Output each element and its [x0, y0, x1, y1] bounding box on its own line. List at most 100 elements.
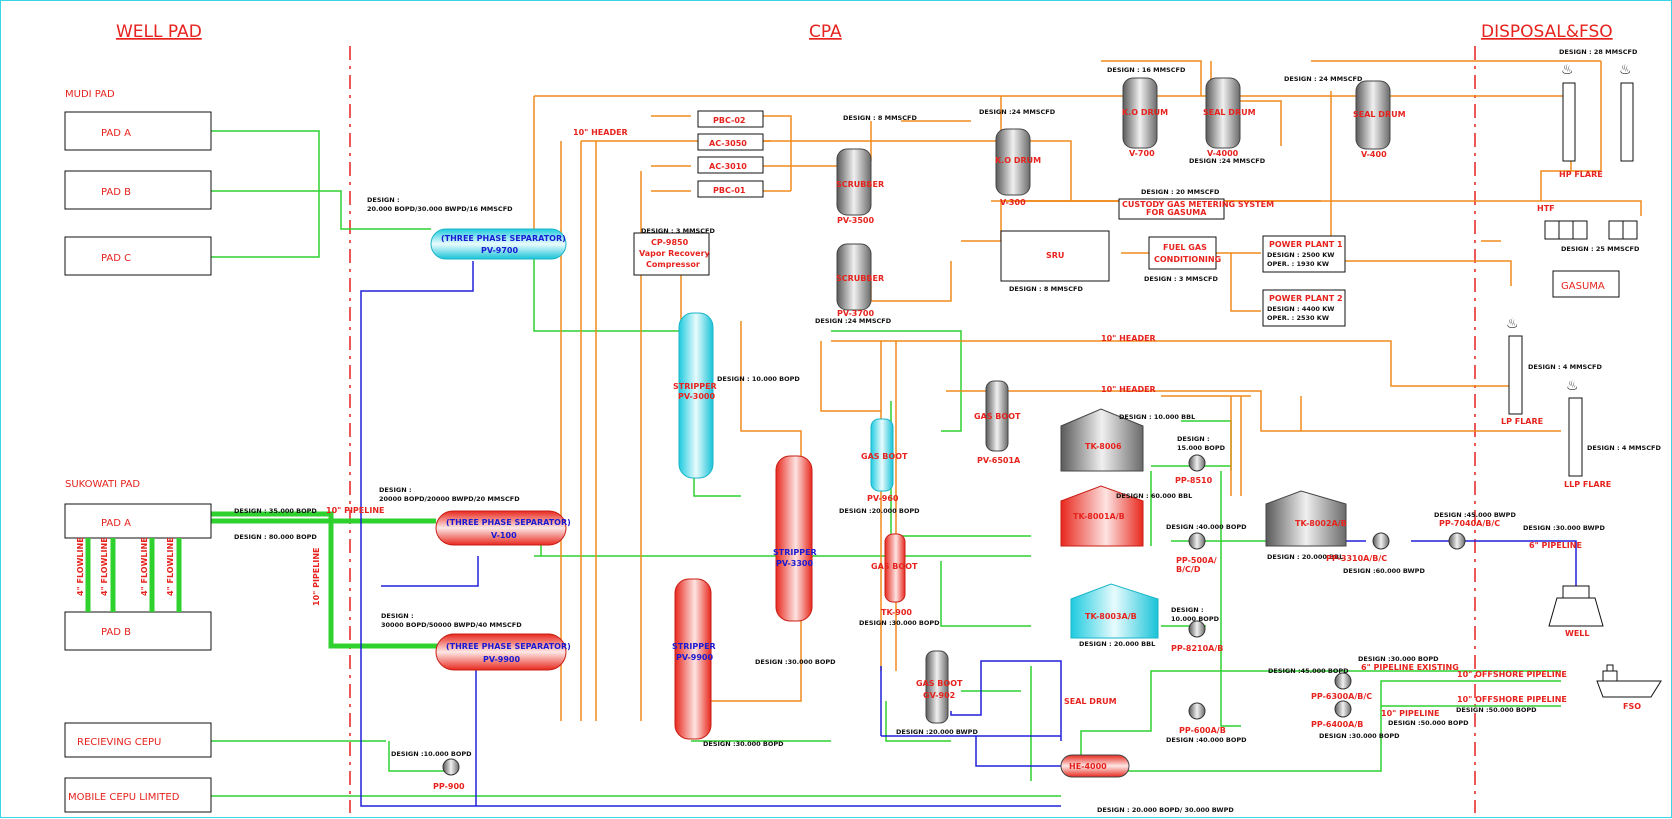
design-kod: DESIGN : 16 MMSCFD [1107, 66, 1186, 74]
svg-text:POWER PLANT 1: POWER PLANT 1 [1269, 240, 1343, 249]
svg-text:FSO: FSO [1623, 702, 1641, 711]
svg-text:PP-6400A/B: PP-6400A/B [1311, 720, 1363, 729]
receiving-cepu[interactable] [64, 722, 212, 758]
flame-icon: ♨ [1506, 316, 1519, 332]
stripper-pv3300[interactable]: STRIPPER PV-3300 [773, 455, 817, 622]
svg-text:PV-3700: PV-3700 [837, 309, 874, 318]
svg-text:(THREE PHASE SEPARATOR): (THREE PHASE SEPARATOR) [446, 642, 571, 651]
tank-tk8003[interactable]: TK-8003A/B [1070, 583, 1159, 639]
separator-pv9700[interactable]: (THREE PHASE SEPARATOR) PV-9700 [430, 228, 567, 260]
mudi-pad-a-label: PAD A [101, 128, 131, 139]
design-tk8006: DESIGN : 10.000 BBL [1119, 413, 1195, 421]
llp-flare[interactable]: ♨ LLP FLARE [1564, 378, 1611, 489]
svg-text:CP-9850: CP-9850 [651, 238, 689, 247]
pbc02-box[interactable] [697, 110, 764, 128]
power-plant-2[interactable]: POWER PLANT 2 DESIGN : 4400 KW OPER. : 2… [1262, 289, 1346, 327]
seal-drum-v4000[interactable]: SEAL DRUM V-4000 [1203, 77, 1256, 158]
compressor-cp9850[interactable]: CP-9850 Vapor Recovery Compressor [633, 232, 711, 276]
fuel-gas-conditioning[interactable]: FUEL GAS CONDITIONING [1148, 236, 1221, 270]
scrubber-pv3700[interactable]: SCRUBBER PV-3700 [836, 243, 884, 318]
svg-text:HP FLARE: HP FLARE [1559, 170, 1603, 179]
svg-text:GASUMA: GASUMA [1561, 281, 1605, 292]
svg-text:PP-3310A/B/C: PP-3310A/B/C [1326, 554, 1387, 563]
pump-pp900[interactable]: PP-900 [433, 758, 465, 791]
flowline-label-2: 4" FLOWLINE [100, 537, 109, 596]
seal-drum-label: SEAL DRUM [1064, 697, 1117, 706]
htf-unit[interactable]: HTF [1537, 204, 1638, 240]
ac3010-label: AC-3010 [709, 162, 747, 171]
svg-text:POWER PLANT 2: POWER PLANT 2 [1269, 294, 1343, 303]
pipeline-6b-label: 6" PIPELINE EXISTING [1361, 663, 1459, 672]
design-tk8001: DESIGN : 60.000 BBL [1116, 492, 1192, 500]
sukowati-pad-label: SUKOWATI PAD [65, 479, 140, 490]
seal-drum-v400[interactable]: SEAL DRUM V-400 [1353, 80, 1406, 159]
gas-boot-pv960[interactable]: GAS BOOT PV-960 [861, 418, 908, 503]
pump-pp600[interactable]: PP-600A/B [1179, 702, 1226, 735]
svg-text:PV-3500: PV-3500 [837, 216, 874, 225]
svg-text:PV-9700: PV-9700 [481, 246, 518, 255]
svg-text:PP-600A/B: PP-600A/B [1179, 726, 1226, 735]
design-suk80: DESIGN : 80.000 BOPD [234, 533, 317, 541]
pbc01-box[interactable] [697, 180, 764, 198]
custody-metering[interactable]: CUSTODY GAS METERING SYSTEM FOR GASUMA [1118, 198, 1274, 220]
separator-pv9900[interactable]: (THREE PHASE SEPARATOR) PV-9900 [435, 633, 571, 671]
gas-boot-tk900[interactable]: GAS BOOT TK-900 [871, 533, 918, 617]
design-hp: DESIGN : 28 MMSCFD [1559, 48, 1638, 56]
flowlines: 4" FLOWLINE 4" FLOWLINE 4" FLOWLINE 4" F… [76, 537, 182, 612]
stripper-pv3000[interactable]: STRIPPER PV-3000 [673, 312, 717, 479]
svg-text:PV-960: PV-960 [867, 494, 899, 503]
ko-drum-v300[interactable]: K.O DRUM V-300 [995, 128, 1041, 207]
ac3010-box[interactable] [697, 156, 764, 174]
gas-boot-gv902[interactable]: GAS BOOT GV-902 [916, 650, 963, 724]
sukowati-pad-b[interactable] [64, 611, 212, 651]
mudi-pad-b[interactable] [64, 170, 212, 210]
section-disposal-fso: DISPOSAL&FSO [1481, 22, 1613, 42]
tank-tk8002[interactable]: TK-8002A/B [1265, 490, 1347, 547]
pump-pp3310[interactable]: PP-3310A/B/C [1326, 532, 1390, 563]
pump-pp6300[interactable]: PP-6300A/B/C [1311, 672, 1372, 701]
design-seal1: DESIGN :24 MMSCFD [1189, 157, 1266, 165]
well-structure[interactable]: WELL [1548, 585, 1604, 638]
mudi-pad-a[interactable] [64, 111, 212, 151]
svg-text:SCRUBBER: SCRUBBER [836, 180, 884, 189]
design-tk8003: DESIGN : 20.000 BBL [1079, 640, 1155, 648]
separator-v100[interactable]: (THREE PHASE SEPARATOR) V-100 [435, 510, 571, 546]
svg-text:FUEL GAS: FUEL GAS [1163, 243, 1207, 252]
pump-pp8510[interactable]: PP-8510 [1175, 454, 1213, 485]
svg-text:V-100: V-100 [491, 531, 517, 540]
sukowati-pad-a[interactable] [64, 503, 212, 539]
sru-unit[interactable]: SRU [1000, 230, 1110, 282]
pump-pp6400[interactable]: PP-6400A/B [1311, 700, 1363, 729]
heat-exchanger-he4000[interactable]: HE-4000 [1060, 754, 1130, 778]
svg-text:PV-3000: PV-3000 [678, 392, 715, 401]
design-pp7040: DESIGN :45.000 BWPD [1434, 511, 1516, 519]
design-pp600: DESIGN :40.000 BOPD [1166, 736, 1247, 744]
gas-boot-pv6501a[interactable]: GAS BOOT PV-6501A [974, 380, 1021, 465]
hp-flare[interactable]: ♨ ♨ HP FLARE [1559, 62, 1634, 179]
design-fuel: DESIGN : 3 MMSCFD [1144, 275, 1218, 283]
pipeline-10b-label: 10" PIPELINE [1381, 709, 1440, 718]
svg-text:PP-7040A/B/C: PP-7040A/B/C [1439, 519, 1500, 528]
design-gb900: DESIGN :30.000 BOPD [859, 619, 940, 627]
svg-text:OPER. : 1930 KW: OPER. : 1930 KW [1267, 260, 1329, 268]
svg-text:LP FLARE: LP FLARE [1501, 417, 1543, 426]
mudi-pad-c[interactable] [64, 236, 212, 276]
mobile-cepu-limited[interactable] [64, 777, 212, 813]
fso-vessel[interactable]: FSO [1596, 664, 1662, 711]
ac3050-box[interactable] [697, 133, 764, 151]
design-pp500: DESIGN :40.000 BOPD [1166, 523, 1247, 531]
power-plant-1[interactable]: POWER PLANT 1 DESIGN : 2500 KW OPER. : 1… [1262, 235, 1346, 273]
tank-tk8006[interactable]: TK-8006 [1060, 408, 1144, 472]
gasuma-box[interactable]: GASUMA [1552, 270, 1620, 298]
svg-text:TK-8001A/B: TK-8001A/B [1073, 512, 1125, 521]
pump-pp8210[interactable]: PP-8210A/B [1171, 620, 1223, 653]
pipeline-10-label: 10" PIPELINE [326, 506, 385, 515]
lp-flare[interactable]: ♨ LP FLARE [1501, 316, 1543, 426]
scrubber-pv3500[interactable]: SCRUBBER PV-3500 [836, 148, 884, 225]
pump-pp7040[interactable]: PP-7040A/B/C [1439, 519, 1500, 550]
svg-text:SCRUBBER: SCRUBBER [836, 274, 884, 283]
tank-tk8001[interactable]: TK-8001A/B [1060, 485, 1144, 547]
ko-drum-v700[interactable]: K.O DRUM V-700 [1122, 77, 1168, 158]
stripper-pv9900[interactable]: STRIPPER PV-9900 [672, 578, 716, 740]
pump-pp500[interactable]: PP-500A/ B/C/D [1176, 532, 1217, 574]
